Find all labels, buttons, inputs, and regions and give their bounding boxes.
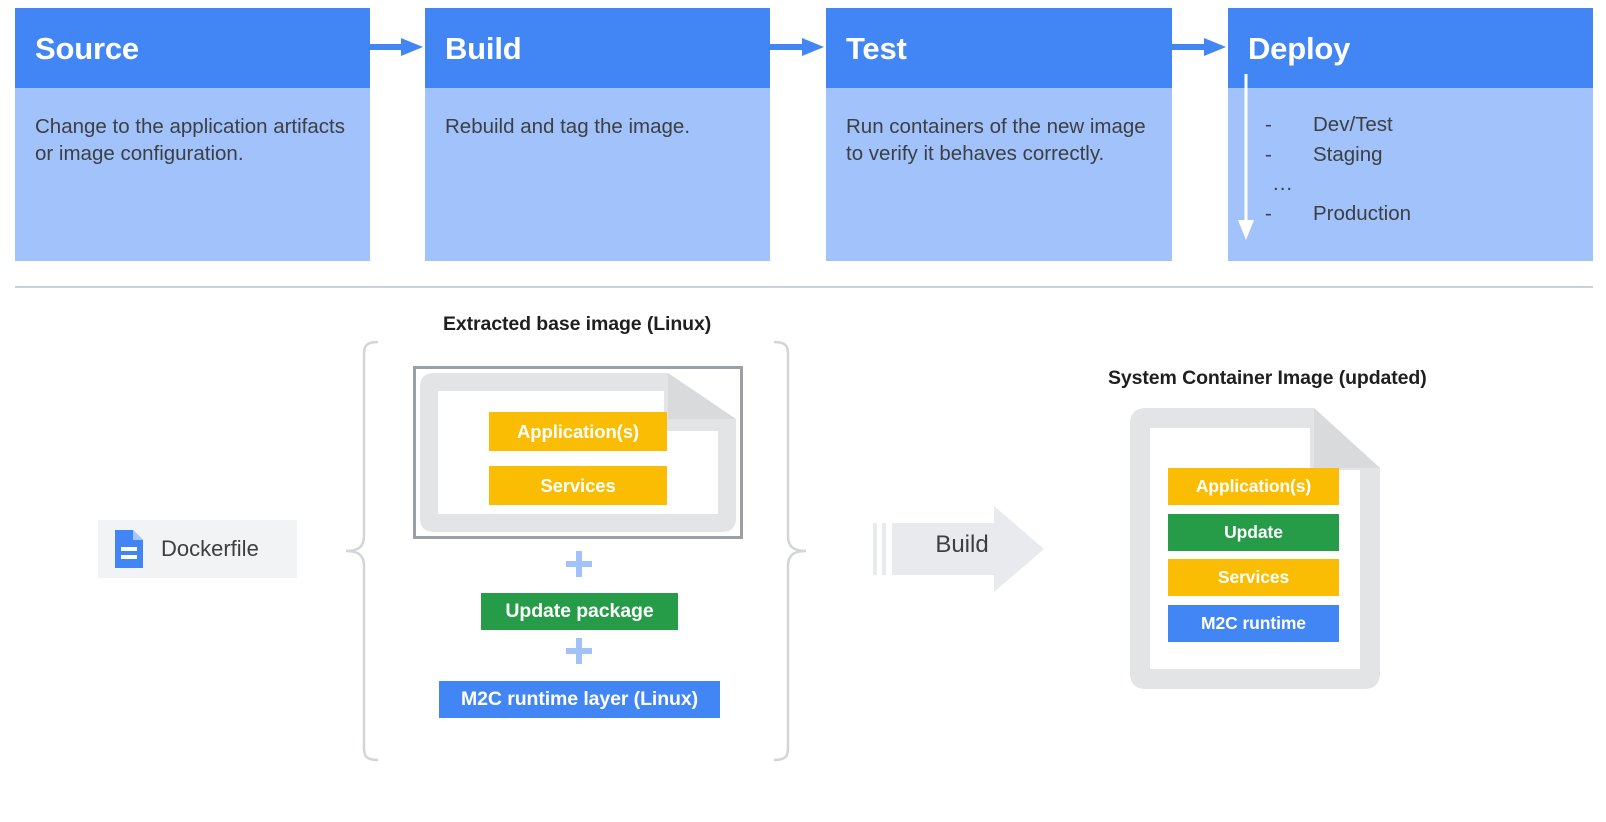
stage-body: Rebuild and tag the image. [425,88,770,140]
stage-body: Change to the application artifacts or i… [15,88,370,168]
stage-header: Build [425,8,770,88]
pipeline-stage-test[interactable]: Test Run containers of the new image to … [826,8,1172,261]
stage-title: Deploy [1248,30,1351,66]
stage-description: Change to the application artifacts or i… [35,115,345,166]
left-brace [345,340,379,762]
stage-title: Build [445,30,522,66]
layer-label: Application(s) [517,420,639,442]
layer-label: M2C runtime [1201,613,1306,633]
image-layer-bar: M2C runtime [1168,605,1339,642]
stage-body: Run containers of the new image to verif… [826,88,1172,168]
extracted-base-image-caption: Extracted base image (Linux) [443,313,712,335]
pipeline-stage-build[interactable]: Build Rebuild and tag the image. [425,8,770,261]
image-layer-bar: Services [1168,559,1339,596]
list-item: - Staging [1265,140,1515,170]
image-layer-bar: Application(s) [489,412,667,451]
m2c-runtime-layer-bar: M2C runtime layer (Linux) [439,681,720,718]
image-layer-bar: Services [489,466,667,505]
image-layer-bar: Application(s) [1168,468,1339,505]
image-layer-bar: Update [1168,514,1339,551]
arrow-right-icon [1172,38,1226,56]
layer-label: M2C runtime layer (Linux) [461,688,698,710]
dockerfile-chip[interactable]: Dockerfile [98,520,297,578]
build-arrow-label: Build [935,531,989,558]
list-bullet: - [1265,142,1272,166]
layer-label: Services [540,474,616,496]
dockerfile-label: Dockerfile [161,536,259,561]
stage-header: Test [826,8,1172,88]
list-item-label: Dev/Test [1313,113,1393,136]
stage-title: Source [35,30,139,66]
document-icon [115,530,143,568]
plus-icon [566,638,592,664]
arrow-right-icon [369,38,423,56]
stage-header: Deploy [1228,8,1593,88]
list-item-label: ... [1273,172,1294,196]
right-brace [773,340,807,762]
stage-header: Source [15,8,370,88]
list-item: - Dev/Test [1265,110,1515,140]
pipeline-stage-deploy[interactable]: Deploy [1228,8,1593,261]
update-package-bar: Update package [481,593,678,630]
container-image-document-icon [420,373,736,532]
list-item-label: Production [1313,202,1412,226]
layer-label: Services [1217,567,1290,587]
deploy-environment-list: - Dev/Test - Staging ... - Production [1265,110,1515,229]
list-bullet: - [1265,202,1272,226]
layer-label: Update [1224,522,1283,542]
stage-title: Test [846,30,907,66]
arrow-right-icon [770,38,824,56]
layer-label: Update package [505,600,654,622]
arrow-right-block-icon [873,506,1044,592]
list-item: - Production [1265,199,1515,229]
list-item-label: Staging [1313,142,1383,166]
layer-label: Application(s) [1195,476,1312,496]
arrow-down-icon [1238,74,1254,240]
pipeline-stage-source[interactable]: Source Change to the application artifac… [15,8,370,261]
section-divider [15,286,1593,288]
stage-description: Rebuild and tag the image. [445,115,691,138]
list-item-ellipsis: ... [1265,169,1515,199]
list-bullet: - [1265,113,1272,136]
stage-description: Run containers of the new image to verif… [846,115,1146,166]
system-container-image-caption: System Container Image (updated) [1108,367,1427,389]
plus-icon [566,551,592,577]
